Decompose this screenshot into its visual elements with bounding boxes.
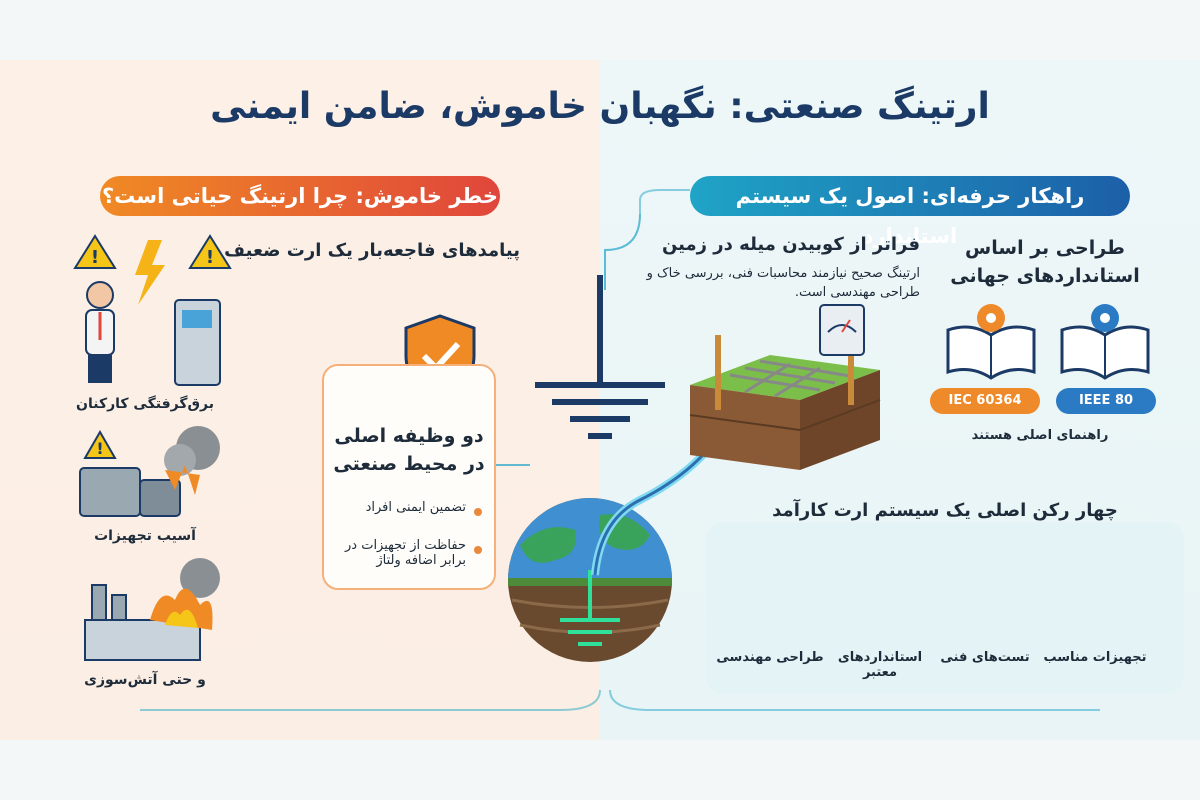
pillars-title: چهار رکن اصلی یک سیستم ارت کارآمد	[772, 500, 1118, 521]
pillars-panel	[706, 522, 1184, 694]
consequence-label: آسیب تجهیزات	[94, 528, 196, 544]
pillar-label: تجهیزات مناسب	[1043, 650, 1147, 665]
book-gear-icon-ieee	[1060, 304, 1150, 380]
duties-title: دو وظیفه اصلی در محیط صنعتی	[333, 425, 485, 475]
svg-text:!: !	[91, 247, 99, 268]
bullet-dot	[474, 508, 482, 516]
connector-line	[140, 689, 601, 711]
svg-text:!: !	[96, 439, 103, 458]
factory-fire-icon	[84, 558, 220, 661]
svg-text:!: !	[206, 247, 214, 268]
consequence-label: و حتی آتش‌سوزی	[84, 672, 206, 688]
book-gear-icon-iec	[946, 304, 1036, 380]
pillar-label: استانداردهای معتبر	[837, 650, 923, 680]
connector-line	[639, 189, 690, 214]
iec-badge: IEC 60364	[930, 388, 1040, 414]
ground-symbol-icon	[535, 275, 665, 439]
left-banner: خطر خاموش: چرا ارتینگ حیاتی است؟	[100, 176, 500, 216]
meter-device-icon	[819, 304, 865, 356]
page-title: ارتینگ صنعتی: نگهبان خاموش، ضامن ایمنی	[210, 86, 990, 127]
bullet-dot	[474, 546, 482, 554]
duty-item: حفاظت از تجهیزات در برابر اضافه ولتاژ	[345, 538, 466, 568]
rod-description: ارتینگ صحیح نیازمند محاسبات فنی، بررسی خ…	[646, 266, 920, 300]
connector-line	[604, 213, 641, 290]
soil-block-icon	[689, 335, 881, 470]
rod-title: فراتر از کوبیدن میله در زمین	[661, 234, 920, 255]
equipment-damage-icon: !	[79, 426, 220, 517]
earth-globe-icon	[508, 498, 672, 662]
standards-title: طراحی بر اساس استانداردهای جهانی	[950, 237, 1140, 287]
standards-caption: راهنمای اصلی هستند	[971, 428, 1109, 443]
right-banner: راهکار حرفه‌ای: اصول یک سیستم استاندارد	[690, 176, 1130, 248]
duty-item: تضمین ایمنی افراد	[365, 500, 466, 515]
electric-shock-icon: ! !	[73, 234, 232, 386]
ieee-badge: IEEE 80	[1056, 388, 1156, 414]
duties-card: دو وظیفه اصلی در محیط صنعتی تضمین ایمنی …	[322, 364, 496, 590]
pillar-label: تست‌های فنی	[940, 650, 1030, 665]
consequences-heading: پیامدهای فاجعه‌بار یک ارت ضعیف	[224, 240, 520, 261]
connector-line	[609, 689, 1100, 711]
pillar-label: طراحی مهندسی	[716, 650, 824, 665]
consequence-label: برق‌گرفتگی کارکنان	[76, 396, 214, 412]
